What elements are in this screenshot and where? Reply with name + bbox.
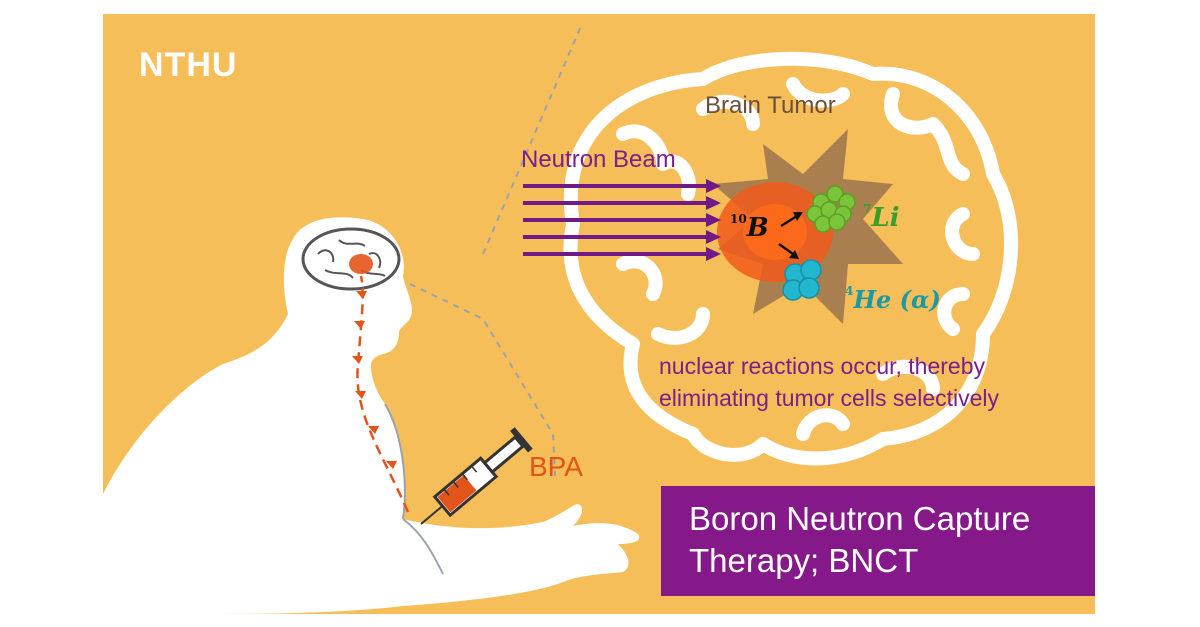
reaction-note: nuclear reactions occur, thereby elimina… bbox=[659, 350, 999, 414]
bnct-illustration bbox=[103, 25, 1019, 614]
bpa-label: BPA bbox=[529, 451, 583, 482]
zoom-line-top bbox=[482, 25, 582, 255]
boron-label: 10B bbox=[730, 212, 769, 243]
helium-alpha: (α) bbox=[899, 285, 941, 314]
helium-symbol: He bbox=[853, 285, 892, 314]
title-line1: Boron Neutron Capture bbox=[689, 500, 1031, 537]
reaction-arrows bbox=[778, 212, 803, 259]
title-banner: Boron Neutron Capture Therapy; BNCT bbox=[661, 486, 1095, 596]
helium-cluster bbox=[782, 259, 822, 301]
bpa-flow-arrows bbox=[352, 291, 397, 469]
boron-symbol: B bbox=[746, 213, 769, 243]
nthu-logo: NTHU bbox=[139, 46, 238, 84]
small-brain bbox=[301, 227, 401, 291]
lithium-label: 7Li bbox=[863, 202, 900, 233]
neutron-beam-label: Neutron Beam bbox=[521, 146, 676, 173]
helium-mass: 4 bbox=[845, 284, 854, 298]
lithium-symbol: Li bbox=[871, 203, 900, 233]
bpa-flow-path bbox=[356, 275, 410, 513]
boron-mass: 10 bbox=[730, 212, 747, 226]
neutron-beam-arrows bbox=[523, 179, 721, 261]
reaction-note-line2: eliminating tumor cells selectively bbox=[659, 385, 1000, 411]
brain-tumor-label: Brain Tumor bbox=[705, 92, 836, 119]
large-brain bbox=[563, 51, 1019, 466]
bnct-title: Boron Neutron Capture Therapy; BNCT bbox=[689, 498, 1030, 582]
illustration-panel: NTHU Brain Tumor Neutron Beam BPA 10B 7L… bbox=[103, 14, 1095, 614]
lithium-cluster bbox=[806, 185, 856, 233]
helium-label: 4He (α) bbox=[845, 284, 941, 314]
person-silhouette bbox=[103, 217, 640, 614]
syringe-icon bbox=[420, 427, 533, 525]
zoom-line-bottom bbox=[409, 283, 556, 477]
reaction-note-line1: nuclear reactions occur, thereby bbox=[659, 353, 986, 379]
lithium-mass: 7 bbox=[863, 202, 872, 216]
title-line2: Therapy; BNCT bbox=[689, 542, 919, 579]
